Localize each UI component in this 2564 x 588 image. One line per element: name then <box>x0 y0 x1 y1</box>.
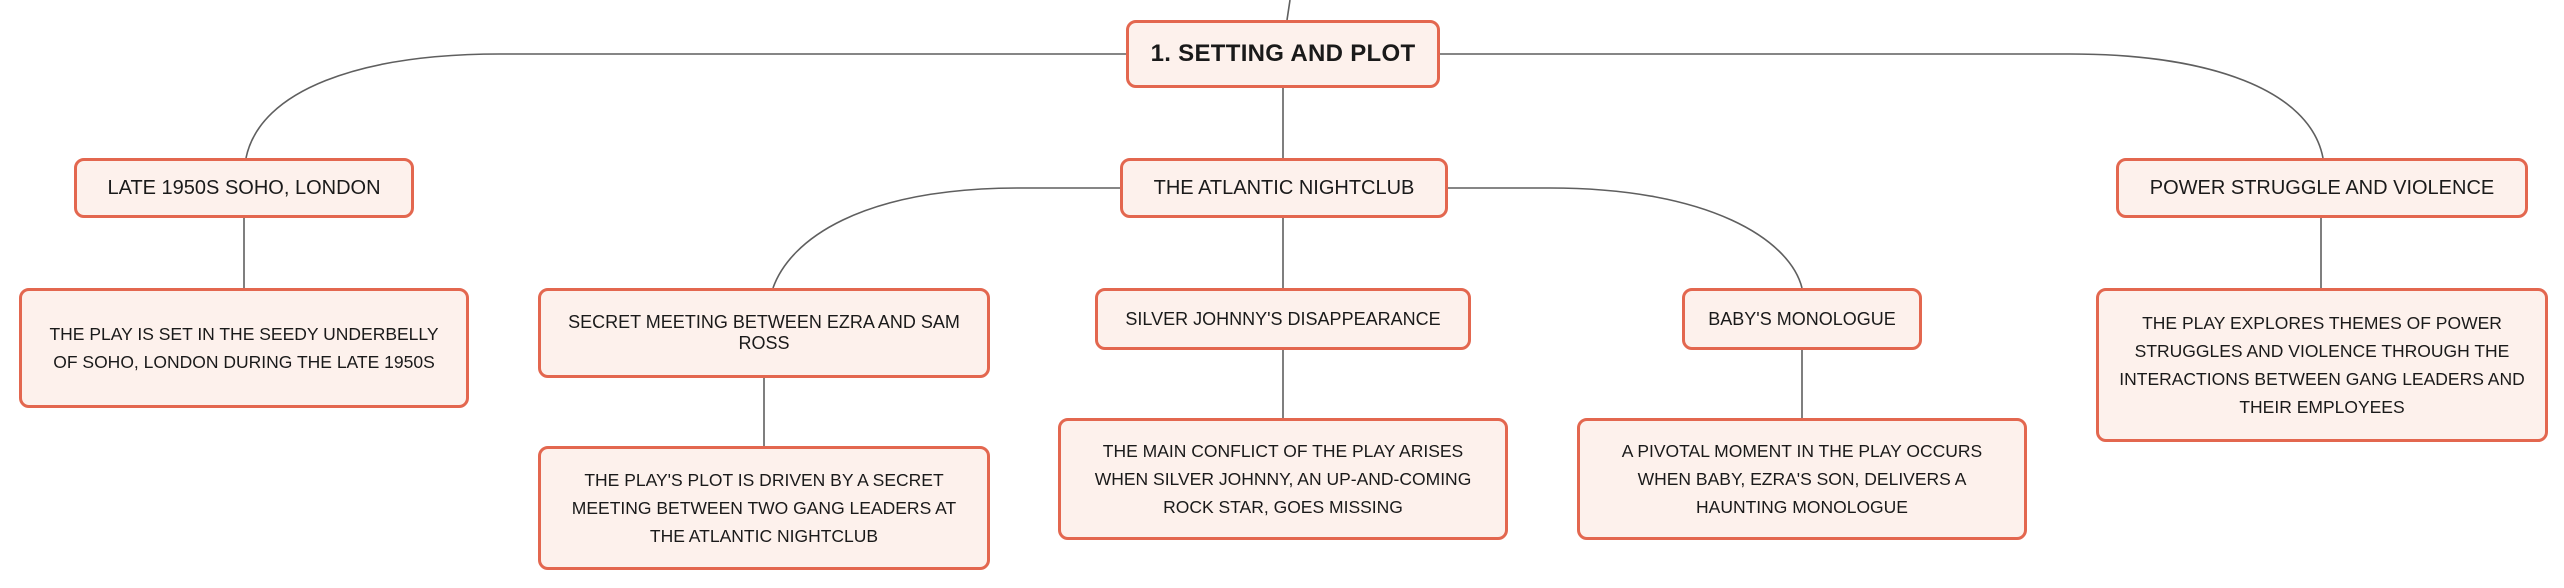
connector-atlantic-to-babys-monologue <box>1448 187 1803 289</box>
detail-node-secret-meeting-text: THE PLAY'S PLOT IS DRIVEN BY A SECRET ME… <box>571 470 957 546</box>
topic-node-silver-johnny[interactable]: SILVER JOHNNY'S DISAPPEARANCE <box>1095 288 1471 350</box>
root-node[interactable]: 1. SETTING AND PLOT <box>1126 20 1440 88</box>
root-node-label: 1. SETTING AND PLOT <box>1150 40 1416 67</box>
detail-node-power-text: THE PLAY EXPLORES THEMES OF POWER STRUGG… <box>2119 313 2525 417</box>
branch-node-soho[interactable]: LATE 1950S SOHO, LONDON <box>74 158 414 218</box>
branch-node-soho-label: LATE 1950S SOHO, LONDON <box>107 176 381 199</box>
topic-node-secret-meeting[interactable]: SECRET MEETING BETWEEN EZRA AND SAM ROSS <box>538 288 990 378</box>
topic-node-babys-monologue[interactable]: BABY'S MONOLOGUE <box>1682 288 1922 350</box>
detail-node-soho[interactable]: THE PLAY IS SET IN THE SEEDY UNDERBELLY … <box>19 288 469 408</box>
detail-node-babys-monologue-text: A PIVOTAL MOMENT IN THE PLAY OCCURS WHEN… <box>1621 441 1983 517</box>
connector-root-incoming <box>1286 0 1291 21</box>
connector-root-to-power <box>1440 53 2324 159</box>
topic-node-babys-monologue-label: BABY'S MONOLOGUE <box>1708 308 1896 329</box>
connector-root-to-soho <box>245 53 1126 159</box>
detail-node-babys-monologue[interactable]: A PIVOTAL MOMENT IN THE PLAY OCCURS WHEN… <box>1577 418 2027 540</box>
branch-node-power[interactable]: POWER STRUGGLE AND VIOLENCE <box>2116 158 2528 218</box>
connector-atlantic-to-secret-meeting <box>772 187 1120 289</box>
branch-node-power-label: POWER STRUGGLE AND VIOLENCE <box>2149 176 2495 199</box>
topic-node-silver-johnny-label: SILVER JOHNNY'S DISAPPEARANCE <box>1125 308 1441 329</box>
branch-node-atlantic-label: THE ATLANTIC NIGHTCLUB <box>1153 176 1415 199</box>
detail-node-secret-meeting[interactable]: THE PLAY'S PLOT IS DRIVEN BY A SECRET ME… <box>538 446 990 570</box>
detail-node-silver-johnny[interactable]: THE MAIN CONFLICT OF THE PLAY ARISES WHE… <box>1058 418 1508 540</box>
detail-node-power[interactable]: THE PLAY EXPLORES THEMES OF POWER STRUGG… <box>2096 288 2548 442</box>
branch-node-atlantic[interactable]: THE ATLANTIC NIGHTCLUB <box>1120 158 1448 218</box>
detail-node-silver-johnny-text: THE MAIN CONFLICT OF THE PLAY ARISES WHE… <box>1094 441 1472 517</box>
topic-node-secret-meeting-label: SECRET MEETING BETWEEN EZRA AND SAM ROSS <box>568 312 960 353</box>
detail-node-soho-text: THE PLAY IS SET IN THE SEEDY UNDERBELLY … <box>49 324 439 372</box>
